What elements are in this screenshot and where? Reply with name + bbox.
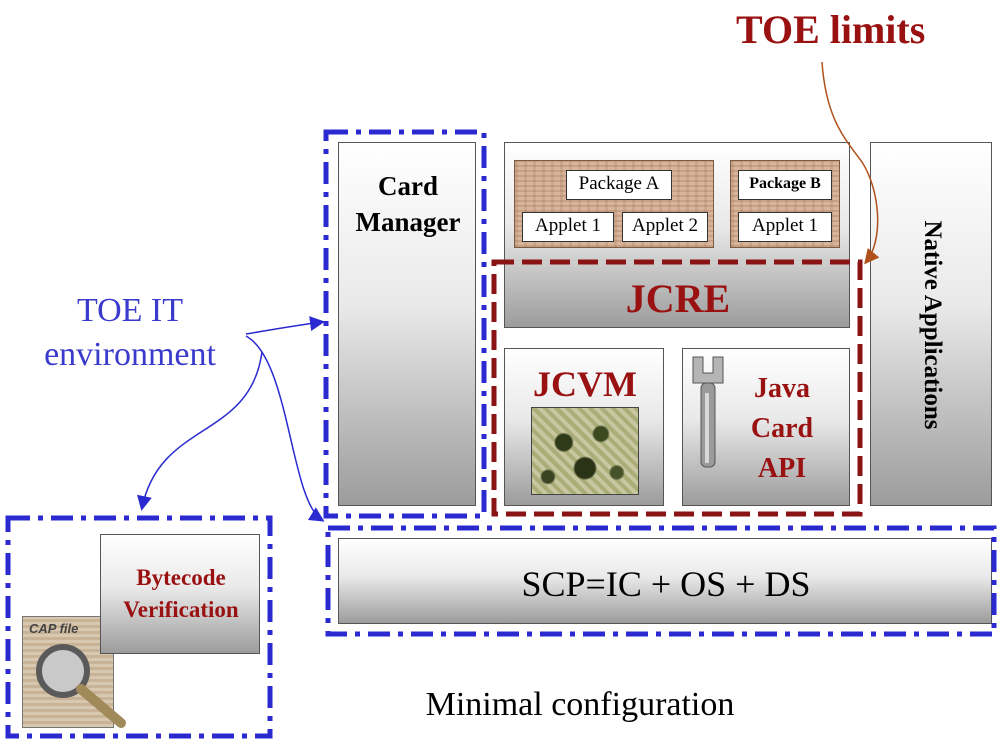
api-label-line2: Card xyxy=(750,413,814,444)
bytecode-dashed-region xyxy=(5,515,273,739)
magnifier-icon xyxy=(36,644,126,728)
package-a-box: Package A xyxy=(566,170,672,200)
toe-limits-arrow xyxy=(821,61,880,265)
api-label-line3: API xyxy=(757,453,807,484)
bytecode-label-line2: Verification xyxy=(123,597,239,622)
card-manager-label-line1: Card xyxy=(378,171,438,201)
cap-file-image: CAP file xyxy=(22,616,126,728)
wrench-icon xyxy=(692,356,724,468)
arrow-to-scp xyxy=(245,335,325,522)
applet1-b-box: Applet 1 xyxy=(738,212,832,242)
toe-limits-label: TOE limits xyxy=(736,7,926,52)
bytecode-label-line1: Bytecode xyxy=(136,565,226,590)
toe-it-environment-label-line1: TOE IT xyxy=(76,292,184,329)
toe-dashed-boundary xyxy=(491,259,863,517)
jcvm-box: JCVM xyxy=(504,348,664,506)
card-manager-dashed-region xyxy=(323,129,487,519)
jcre-label: JCRE xyxy=(625,276,731,321)
cap-file-label: CAP file xyxy=(29,621,79,636)
jcvm-label: JCVM xyxy=(533,364,637,404)
scp-dashed-region xyxy=(325,525,997,637)
scp-box: SCP=IC + OS + DS xyxy=(338,538,992,624)
package-b-box: Package B xyxy=(738,170,832,200)
applet2-a-box: Applet 2 xyxy=(622,212,708,242)
jcvm-texture-image xyxy=(531,407,639,495)
applet1-a-box: Applet 1 xyxy=(522,212,614,242)
scp-label: SCP=IC + OS + DS xyxy=(521,564,811,604)
arrow-to-card-manager xyxy=(245,316,325,335)
arrow-to-bytecode xyxy=(137,351,263,511)
native-applications-box: Native Applications xyxy=(870,142,992,506)
api-label-line1: Java xyxy=(754,373,810,404)
caption: Minimal configuration xyxy=(425,686,735,723)
bytecode-verification-box: Bytecode Verification xyxy=(100,534,260,654)
toe-it-environment-label-line2: environment xyxy=(44,336,216,373)
card-manager-box: Card Manager xyxy=(338,142,476,506)
card-manager-label-line2: Manager xyxy=(355,207,461,237)
java-card-api-box: Java Card API xyxy=(682,348,850,506)
